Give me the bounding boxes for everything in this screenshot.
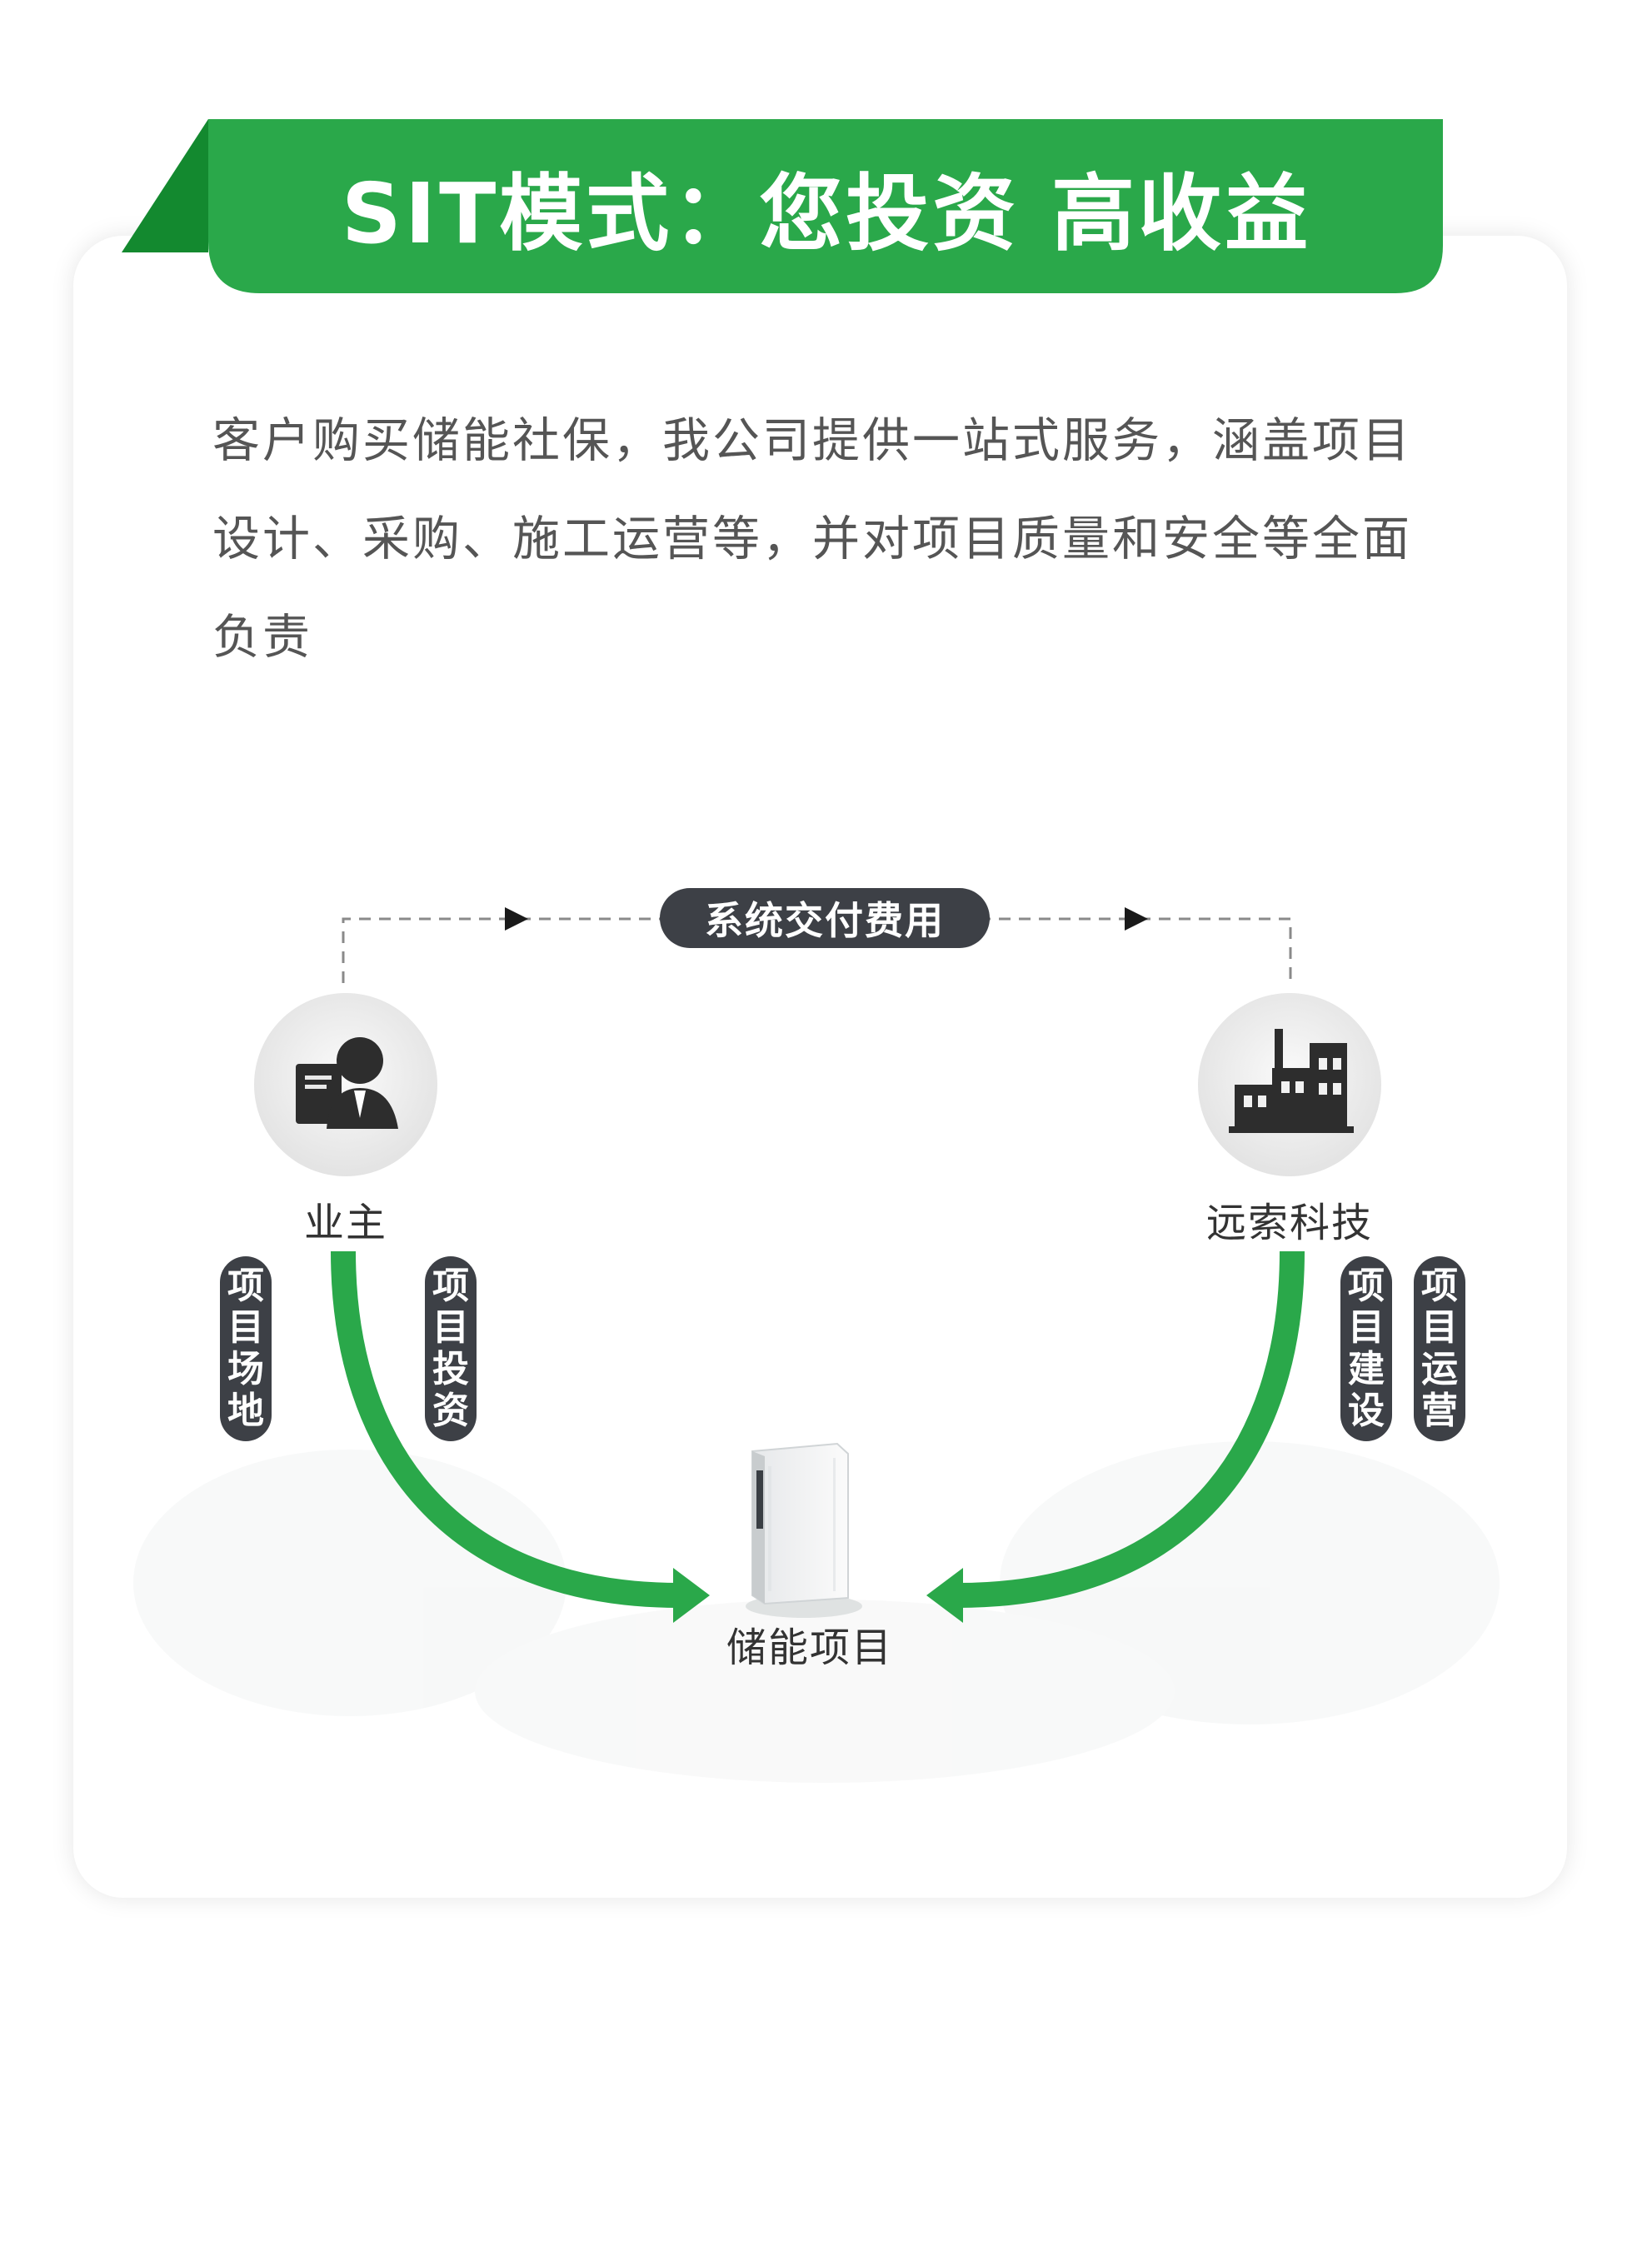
banner-shape [122,119,1443,293]
top-flow-label: 系统交付费用 [660,888,990,948]
businessman-icon [296,1037,398,1129]
top-flow-line [342,917,1292,983]
project-label: 储能项目 [726,1625,893,1671]
owner-label: 业主 [303,1200,387,1246]
owner-arrowhead [673,1568,710,1623]
description-text: 客户购买储能社保，我公司提供一站式服务，涵盖项目设计、采购、施工运营等，并对项目… [212,413,1412,665]
factory-icon [1229,1029,1354,1133]
owner-to-project-arrow [331,1250,680,1608]
flow-arrowhead-left [505,907,528,931]
banner-title: SIT模式：您投资 高收益 [341,164,1312,262]
company-contribution-operation: 项目运营 [1414,1256,1465,1441]
company-label: 远索科技 [1205,1200,1373,1246]
company-arrowhead [926,1568,963,1623]
company-contribution-construction: 项目建设 [1340,1256,1392,1441]
owner-contribution-investment: 项目投资 [425,1256,477,1441]
owner-node-circle [254,993,437,1176]
banner-fold [122,119,208,252]
flow-arrowhead-right [1125,907,1148,931]
energy-storage-cabinet-icon [746,1442,862,1618]
company-to-project-arrow [957,1250,1305,1608]
owner-contribution-site: 项目场地 [220,1256,272,1441]
banner-body [208,119,1443,293]
